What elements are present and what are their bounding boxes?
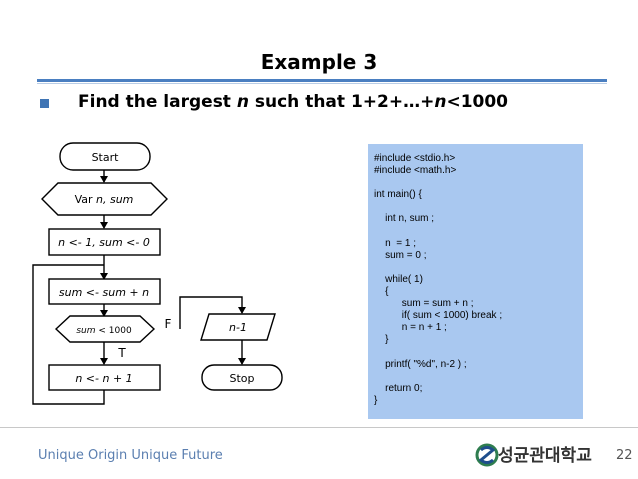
statement-text-2: such that 1+2+…+	[248, 92, 435, 112]
output-node	[200, 313, 276, 341]
page-number: 22	[616, 448, 633, 463]
var-keyword: Var	[75, 193, 96, 206]
sum-step-label: sum <- sum + n	[59, 286, 149, 299]
code-text: #include <stdio.h> #include <math.h> int…	[374, 153, 503, 406]
problem-statement: Find the largest n such that 1+2+…+n<100…	[78, 92, 508, 112]
var-names: n, sum	[96, 193, 133, 206]
arrow-loop-back	[32, 264, 105, 405]
sum-step-node	[48, 278, 161, 305]
condition-label: sum < 1000	[76, 326, 132, 336]
statement-var-n2: n	[434, 92, 447, 112]
true-label: T	[117, 346, 126, 360]
footer-divider	[0, 427, 638, 428]
stop-node	[201, 364, 283, 391]
stop-label: Stop	[229, 372, 254, 385]
condition-node	[54, 315, 156, 343]
init-label: n <- 1, sum <- 0	[58, 236, 150, 249]
start-node	[59, 142, 151, 171]
title-underline-light	[37, 83, 607, 84]
condition-var: sum	[76, 326, 95, 336]
start-label: Start	[92, 151, 120, 164]
bullet-square-icon	[40, 99, 49, 108]
incr-node	[48, 364, 161, 391]
arrow-cond-output	[179, 296, 246, 329]
incr-label: n <- n + 1	[75, 372, 132, 385]
false-label: F	[165, 317, 172, 331]
university-name: 성균관대학교	[498, 446, 592, 466]
var-node	[41, 182, 168, 216]
condition-rest: < 1000	[96, 326, 132, 336]
var-label: Var n, sum	[75, 193, 134, 206]
footer-tagline: Unique Origin Unique Future	[38, 448, 223, 463]
output-label: n-1	[229, 321, 247, 334]
title-underline	[37, 79, 607, 82]
university-logo-icon	[475, 443, 499, 467]
code-panel: #include <stdio.h> #include <math.h> int…	[368, 144, 583, 419]
statement-text-1: Find the largest	[78, 92, 237, 112]
init-node	[48, 228, 161, 256]
statement-var-n: n	[236, 92, 249, 112]
slide-title: Example 3	[260, 50, 378, 74]
statement-text-3: <1000	[446, 92, 509, 112]
